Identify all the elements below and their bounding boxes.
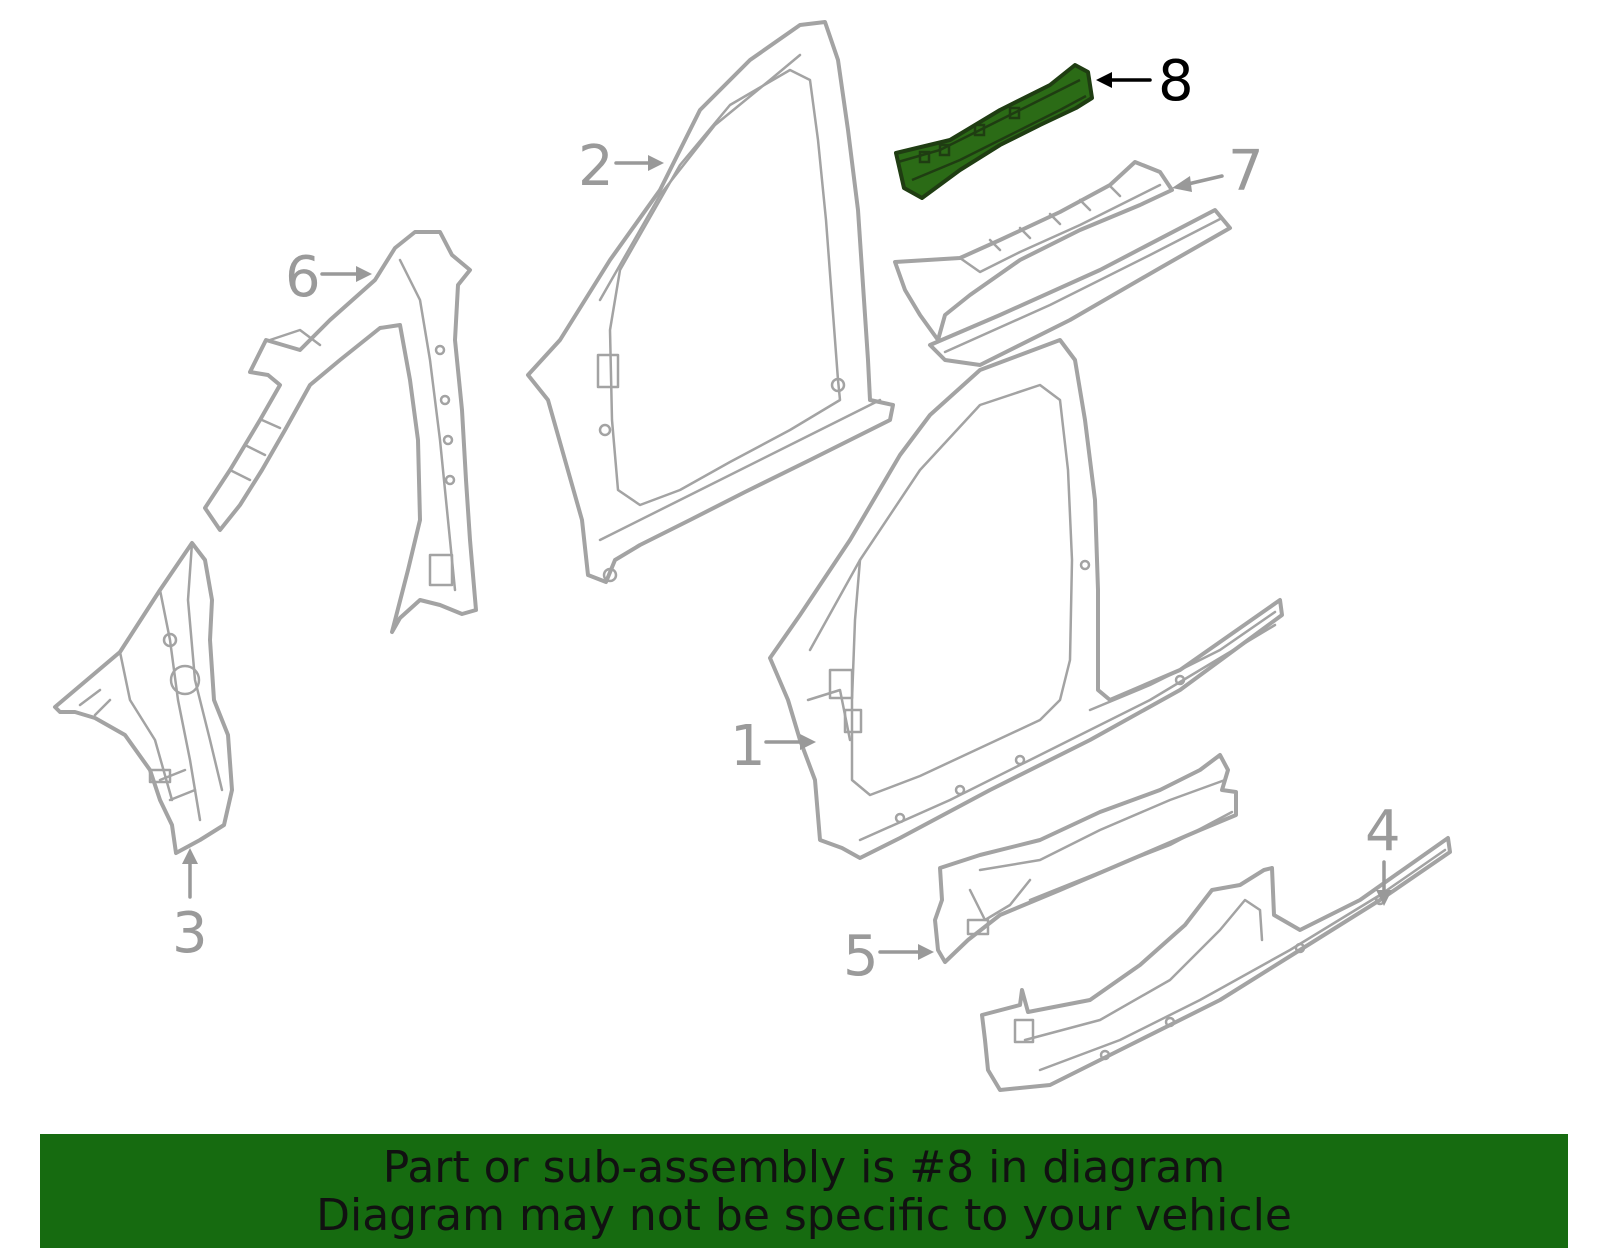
callout-8-highlighted: 8 — [1158, 49, 1194, 114]
part-2-side-panel-outer — [526, 20, 895, 584]
callout-6: 6 — [285, 245, 321, 310]
callout-1: 1 — [730, 714, 766, 779]
part-1-roof-rail-strip — [928, 208, 1232, 367]
callout-leaders — [182, 72, 1392, 960]
banner-line-1: Part or sub-assembly is #8 in diagram — [382, 1142, 1226, 1193]
part-8-highlighted — [894, 63, 1094, 200]
callout-numbers: 2 6 3 1 5 4 7 8 — [172, 49, 1401, 989]
callout-5: 5 — [843, 924, 879, 989]
callout-7: 7 — [1228, 139, 1264, 204]
part-1-aperture-panel — [768, 338, 1284, 860]
part-5-rocker-reinforcement — [933, 753, 1238, 964]
part-7-roof-rail — [893, 160, 1174, 342]
part-3-hinge-pillar — [53, 541, 234, 855]
banner-line-2: Diagram may not be specific to your vehi… — [316, 1190, 1292, 1241]
callout-3: 3 — [172, 901, 208, 966]
callout-2: 2 — [578, 134, 614, 199]
part-4-rocker-panel — [980, 836, 1452, 1092]
notice-banner: Part or sub-assembly is #8 in diagram Di… — [40, 1134, 1568, 1248]
part-6-a-pillar-reinforcement — [203, 230, 478, 634]
callout-4: 4 — [1365, 799, 1401, 864]
